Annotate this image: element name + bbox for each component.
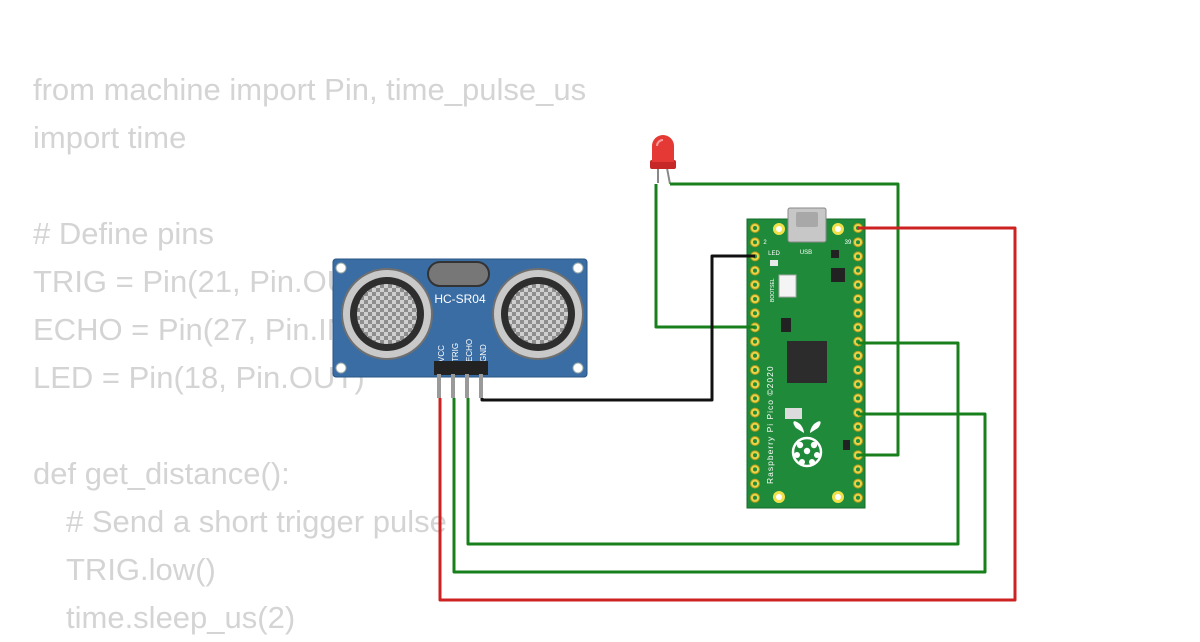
red-led[interactable] [650,135,676,185]
code-line: # Send a short trigger pulse [66,504,447,539]
pin-pad-hole [856,240,860,245]
wire-trig[interactable] [452,398,987,574]
pin-pad-hole [856,481,860,486]
pin-pad-hole [753,282,757,287]
pin-pad-hole [753,382,757,387]
pin-label-echo: ECHO [465,339,474,362]
wire-led-cathode[interactable] [654,184,755,329]
onboard-led [770,260,778,266]
sensor-pin-header [434,361,488,398]
code-line: # Define pins [33,216,214,251]
bootsel-button[interactable] [778,274,797,298]
pin-pad-hole [856,368,860,372]
mount-hole [335,362,347,374]
mount-hole [572,362,584,374]
pin-pad-hole [856,353,860,358]
code-line: def get_distance(): [33,456,290,491]
pin-pad-hole [753,439,757,443]
wire-gnd[interactable] [480,254,755,402]
pin-pad-hole [753,396,757,401]
pin-pad-hole [753,311,757,316]
pin-pad-hole [753,240,757,245]
transducer-right [492,268,584,360]
raspberry-logo-icon [791,421,823,468]
pin-pad-hole [753,453,757,458]
pin-pad-hole [856,467,860,472]
wire-echo[interactable] [466,341,960,546]
pin-pad-hole [856,382,860,387]
pin-pad-hole [856,311,860,316]
pin-pad-hole [753,481,757,486]
pin-pad-hole [856,396,860,401]
pin-pad-hole [856,297,860,301]
pin-pad-hole [856,424,860,429]
wire-vcc[interactable] [438,226,1017,602]
code-line: time.sleep_us(2) [66,600,296,635]
pin-pad-hole [753,297,757,301]
usb-label: USB [800,250,812,256]
pin-label-gnd: GND [479,344,488,362]
pin-label-trig: TRIG [451,343,460,362]
transducer-left [341,268,433,360]
pico-silkscreen: Raspberry Pi Pico ©2020 [765,365,775,484]
pin-pad-hole [753,353,757,358]
code-line: import time [33,120,187,155]
pin-pad-hole [856,282,860,287]
pin-pad-hole [856,268,860,273]
crystal-oscillator [427,261,490,287]
raspberry-pi-pico[interactable]: USB LED 2 39 BOOTSEL Raspberry Pi Pico ©… [746,207,866,509]
rp2040-chip [787,341,827,383]
pin-pad-hole [753,339,757,344]
pin-pad-hole [753,424,757,429]
pin-label-vcc: VCC [437,345,446,362]
led-label: LED [768,251,780,257]
pin-pad-hole [753,467,757,472]
bootsel-label: BOOTSEL [770,278,776,302]
code-line: from machine import Pin, time_pulse_us [33,72,587,107]
wire-led-anode[interactable] [670,182,900,457]
pin-pad-hole [856,495,860,500]
pin-number-39: 39 [845,240,852,246]
pin-pad-hole [753,410,757,415]
pin-number-2: 2 [763,240,767,246]
sensor-model-label: HC-SR04 [434,292,486,306]
pin-pad-hole [856,325,860,330]
pin-pad-hole [753,226,757,230]
pin-pad-hole [753,495,757,500]
pico-pin-pads [750,223,863,503]
mount-hole [572,262,584,274]
pin-pad-hole [753,368,757,372]
code-line: TRIG.low() [66,552,216,587]
pin-pad-hole [856,254,860,259]
ultrasonic-sensor[interactable]: HC-SR04 VCC TRIG ECHO GND [332,258,588,398]
mount-hole [335,262,347,274]
pin-pad-hole [856,439,860,443]
pin-pad-hole [753,268,757,273]
